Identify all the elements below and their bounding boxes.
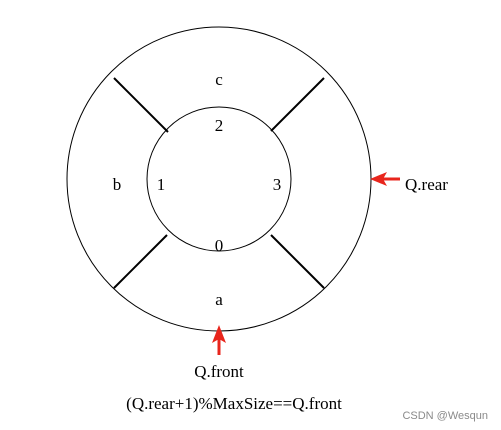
divider-top-right <box>270 77 325 132</box>
front-pointer-label: Q.front <box>194 362 244 381</box>
divider-top-left <box>113 77 169 133</box>
slot-index-right: 3 <box>273 175 282 194</box>
slot-index-left: 1 <box>157 175 166 194</box>
front-pointer-arrow-icon <box>212 325 226 355</box>
slot-index-bottom: 0 <box>215 236 224 255</box>
divider-bottom-left <box>113 234 168 289</box>
rear-pointer-arrow-icon <box>370 172 400 186</box>
watermark-text: CSDN @Wesqun <box>402 410 488 422</box>
slot-top-content: c <box>215 70 223 89</box>
slot-bottom-content: a <box>215 290 223 309</box>
slot-left-content: b <box>113 175 122 194</box>
full-condition-formula: (Q.rear+1)%MaxSize==Q.front <box>126 394 342 413</box>
rear-pointer-label: Q.rear <box>405 175 448 194</box>
slot-index-top: 2 <box>215 116 224 135</box>
inner-ring <box>146 106 292 252</box>
divider-bottom-right <box>270 234 325 289</box>
